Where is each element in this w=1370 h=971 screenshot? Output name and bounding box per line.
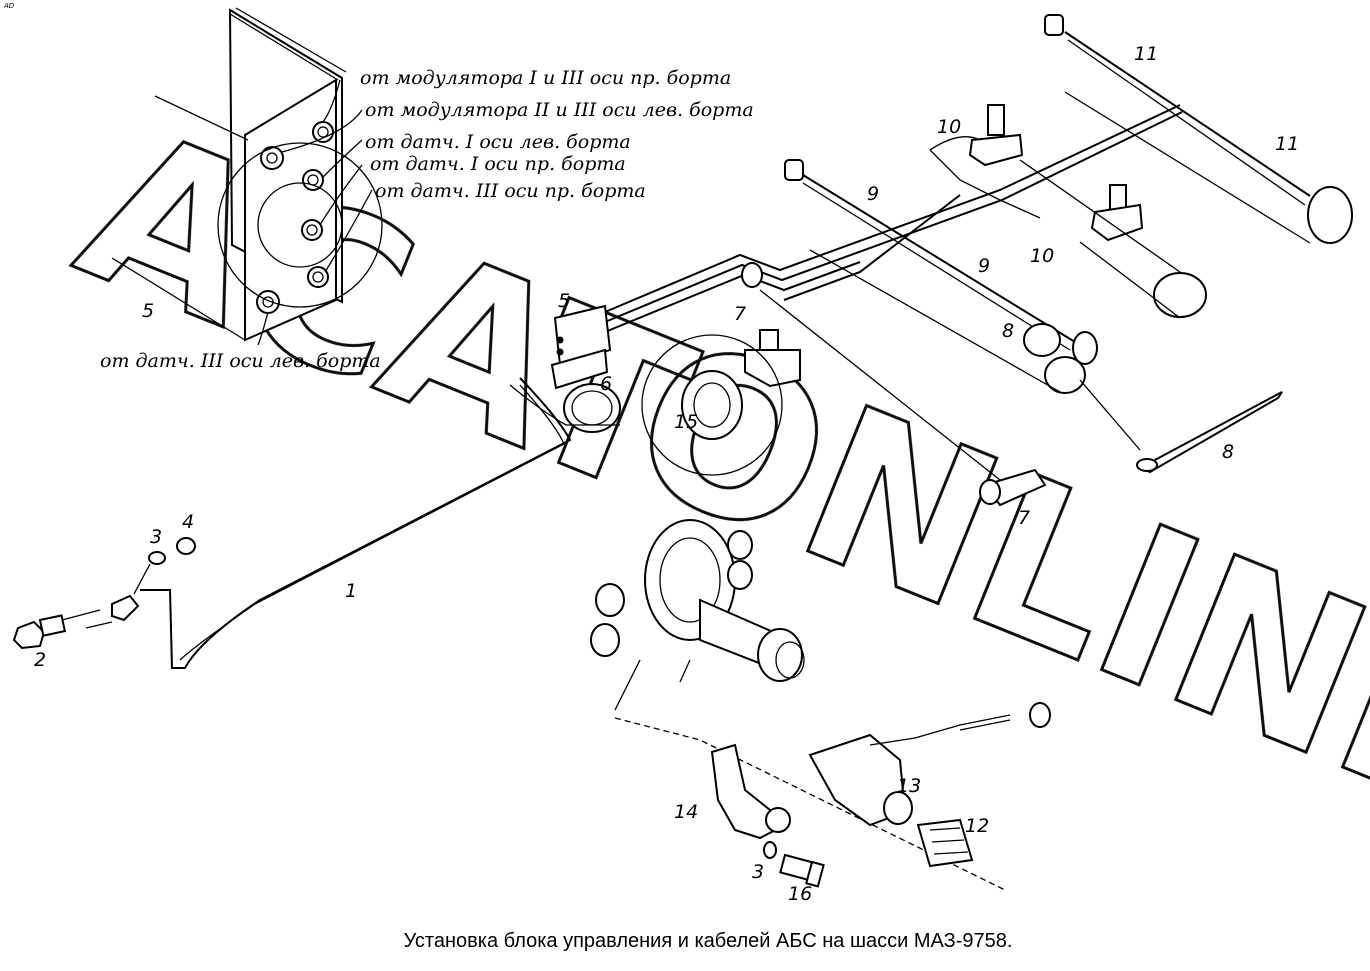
- annotations: от модулятора I и III оси пр. борта от м…: [100, 67, 754, 372]
- cable-harness: [604, 104, 1183, 333]
- callout-11-upper: 11: [1134, 43, 1158, 65]
- annotation-3: от датч. I оси лев. борта: [365, 131, 631, 153]
- callout-7-lower: 7: [1018, 507, 1030, 529]
- callout-3-upper: 3: [150, 526, 162, 548]
- sensor-cable: [140, 377, 572, 669]
- annotation-5: от датч. III оси пр. борта: [375, 180, 646, 202]
- annotation-4: от датч. I оси пр. борта: [370, 153, 626, 175]
- callout-12: 12: [965, 815, 989, 837]
- callout-8-upper: 8: [1002, 320, 1014, 342]
- callouts: 1 2 3 3 4 5 5 6 7 7 8 8 9 9 10 10 11 11 …: [34, 43, 1299, 905]
- hub-assembly: [590, 519, 1006, 891]
- callout-5-right: 5: [558, 290, 570, 312]
- callout-11-lower: 11: [1275, 133, 1299, 155]
- callout-9-upper: 9: [867, 183, 879, 205]
- callout-1: 1: [345, 580, 357, 602]
- control-unit: [111, 7, 383, 346]
- callout-10-upper: 10: [937, 116, 961, 138]
- callout-6: 6: [600, 373, 612, 395]
- callout-8-lower: 8: [1222, 441, 1234, 463]
- callout-3-lower: 3: [752, 861, 764, 883]
- bolt-assembly-left: [12, 537, 196, 650]
- callout-14: 14: [674, 801, 698, 823]
- callout-10-lower: 10: [1030, 245, 1054, 267]
- annotation-1: от модулятора I и III оси пр. борта: [360, 67, 731, 89]
- figure-caption: Установка блока управления и кабелей АБС…: [403, 930, 1013, 952]
- callout-4: 4: [182, 511, 194, 533]
- callout-9-lower: 9: [978, 255, 990, 277]
- corner-mark: AD: [4, 2, 15, 10]
- annotation-6: от датч. III оси лев. борта: [100, 350, 381, 372]
- connector-block: [509, 304, 621, 433]
- callout-16: 16: [788, 883, 812, 905]
- lower-parts: [710, 702, 1051, 888]
- callout-7-upper: 7: [734, 303, 746, 325]
- callout-15: 15: [674, 411, 698, 433]
- callout-5-left: 5: [142, 300, 154, 322]
- sensors-right: [759, 14, 1353, 507]
- bracket-15: [641, 329, 801, 476]
- callout-2: 2: [34, 649, 46, 671]
- callout-13: 13: [897, 775, 921, 797]
- annotation-2: от модулятора II и III оси лев. борта: [365, 99, 754, 121]
